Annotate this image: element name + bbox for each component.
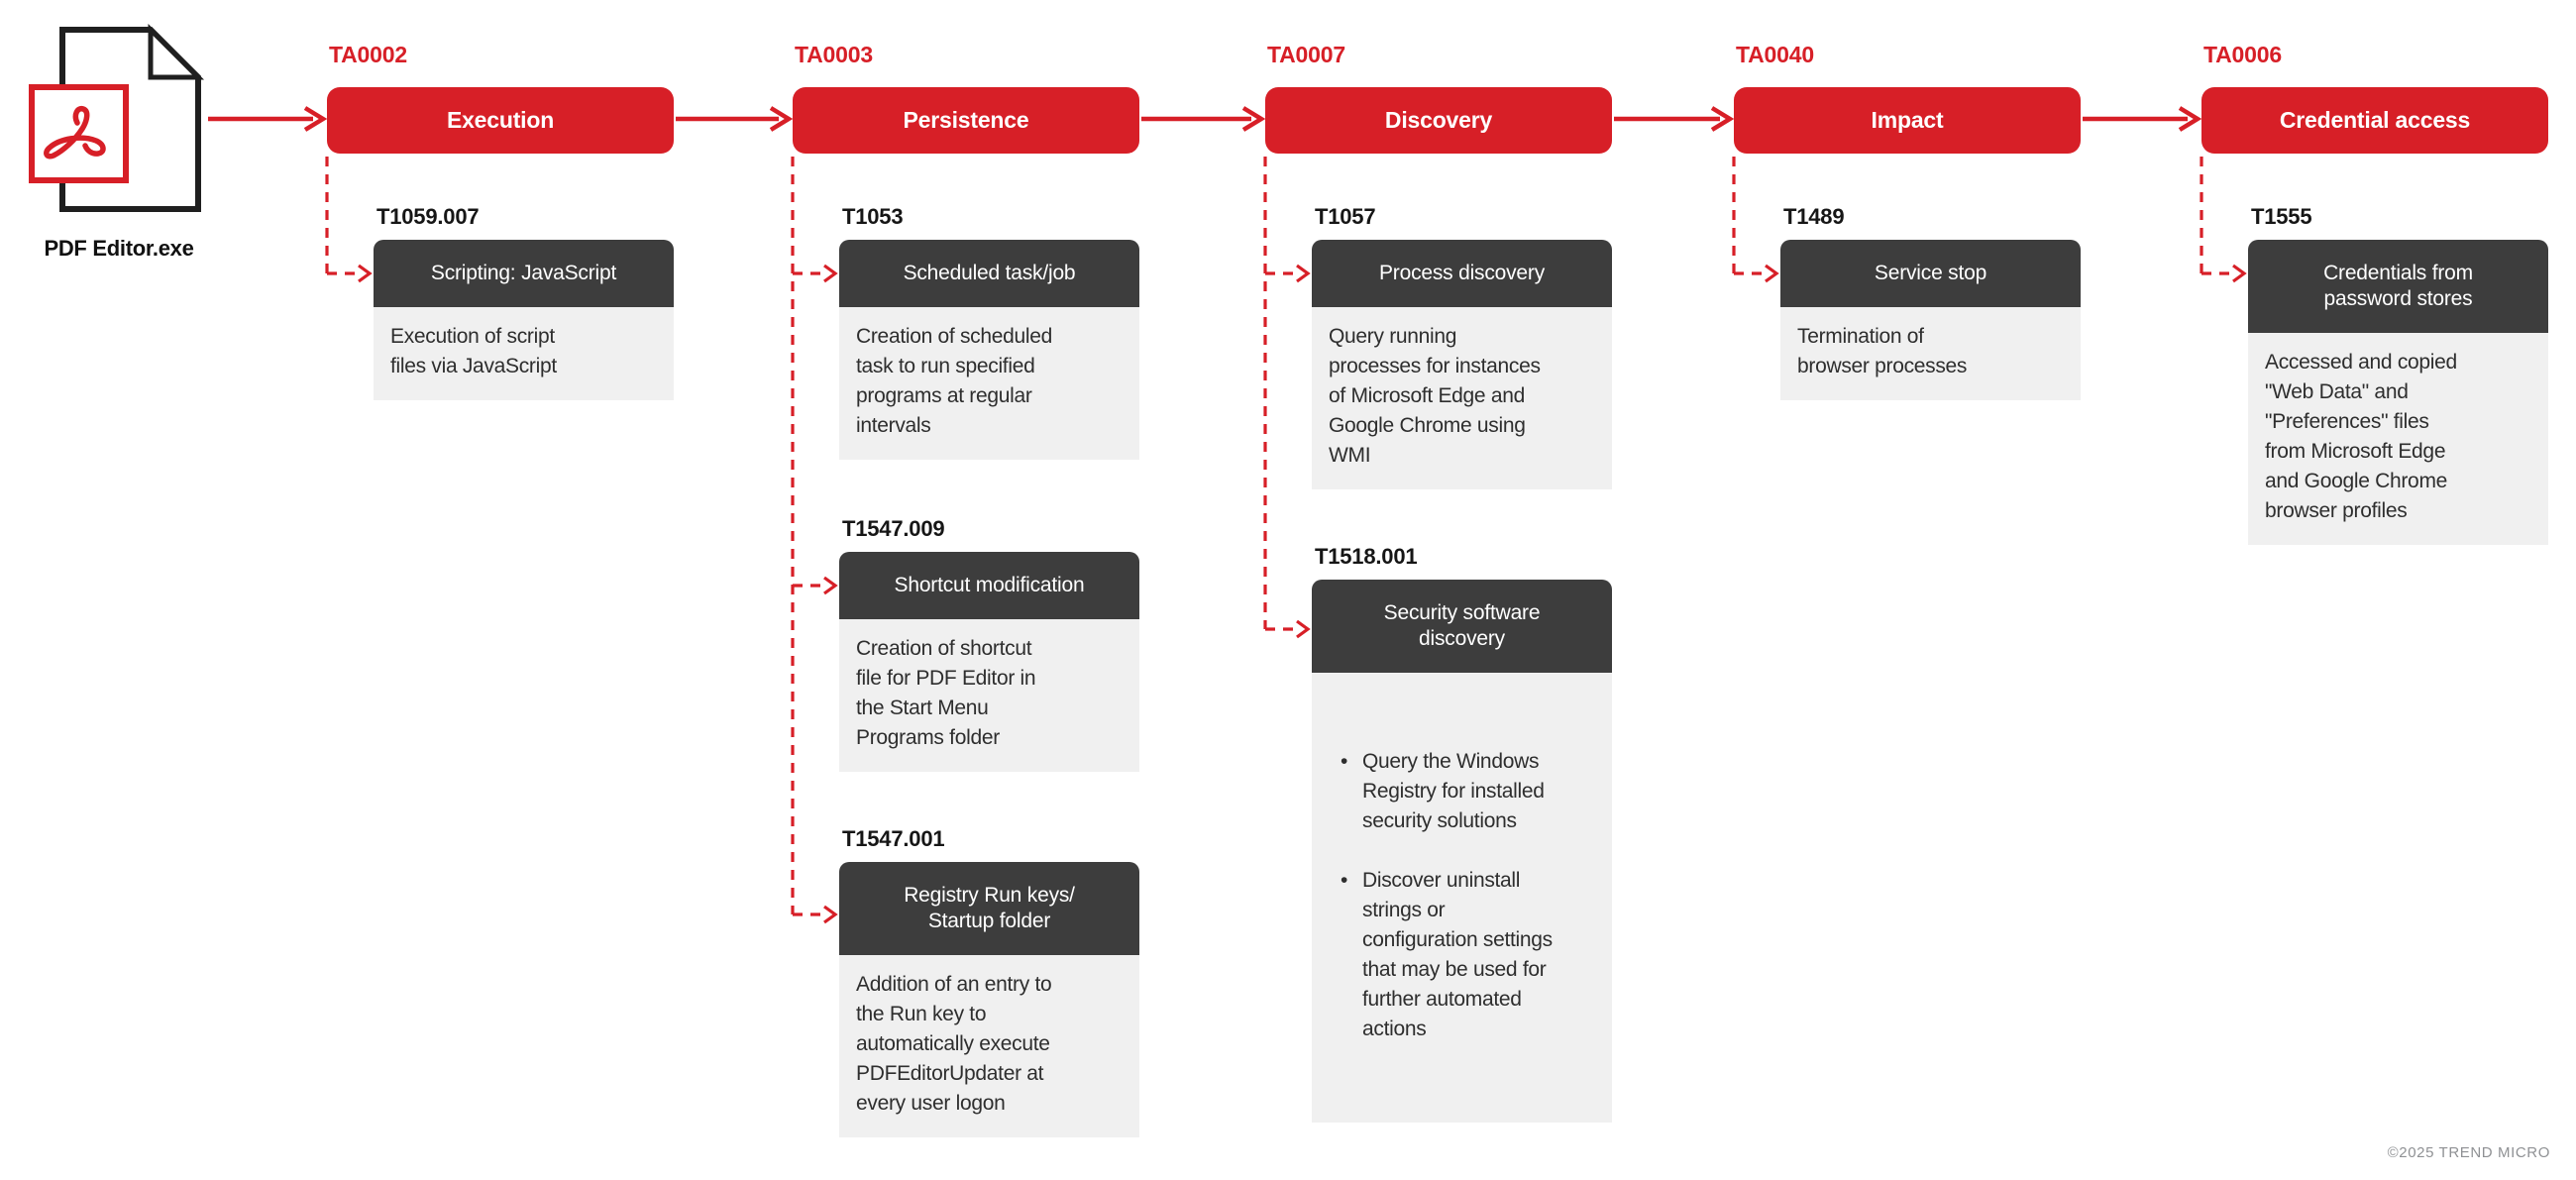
technique-id: T1057: [1315, 204, 1376, 229]
technique-connector: [325, 157, 373, 283]
technique-id: T1555: [2251, 204, 2312, 229]
technique-card: Security software discovery •Query the W…: [1312, 580, 1612, 1123]
tactic-id-ta0006: TA0006: [2203, 42, 2282, 67]
technique-title: Shortcut modification: [839, 552, 1139, 619]
technique-title: Scripting: JavaScript: [374, 240, 674, 307]
technique-card: Credentials from password stores Accesse…: [2248, 240, 2548, 545]
technique-title: Scheduled task/job: [839, 240, 1139, 307]
technique-id: T1059.007: [376, 204, 480, 229]
tactic-box-persistence: Persistence: [793, 87, 1139, 154]
flow-arrow: [208, 106, 328, 132]
bullet-item: •Discover uninstall strings or configura…: [1341, 866, 1598, 1044]
technique-connector: [1732, 157, 1779, 283]
flow-arrows: [208, 106, 2202, 132]
technique-description: Creation of shortcut file for PDF Editor…: [839, 619, 1139, 772]
technique-description: Accessed and copied "Web Data" and "Pref…: [2248, 333, 2548, 545]
technique-description: Addition of an entry to the Run key to a…: [839, 955, 1139, 1137]
technique-title: Process discovery: [1312, 240, 1612, 307]
tactic-box-execution: Execution: [327, 87, 674, 154]
technique-bullet-list: •Query the Windows Registry for installe…: [1329, 717, 1598, 1074]
tactic-id-ta0002: TA0002: [329, 42, 407, 67]
technique-description: •Query the Windows Registry for installe…: [1312, 673, 1612, 1123]
technique-id: T1053: [842, 204, 904, 229]
technique-title: Security software discovery: [1312, 580, 1612, 673]
technique-connector: [1263, 157, 1311, 639]
technique-id: T1518.001: [1315, 544, 1418, 569]
technique-connector: [791, 157, 838, 924]
tactic-box-discovery: Discovery: [1265, 87, 1612, 154]
flow-arrow: [1614, 106, 1735, 132]
technique-connectors: [325, 157, 2247, 924]
bullet-glyph: •: [1341, 869, 1348, 892]
flow-arrow: [676, 106, 794, 132]
source-file-label: PDF Editor.exe: [44, 236, 194, 261]
tactic-box-credential-access: Credential access: [2201, 87, 2548, 154]
technique-id: T1547.009: [842, 516, 945, 541]
technique-card: Service stop Termination of browser proc…: [1780, 240, 2081, 400]
flow-arrow: [1141, 106, 1266, 132]
bullet-glyph: •: [1341, 750, 1348, 773]
technique-description: Creation of scheduled task to run specif…: [839, 307, 1139, 460]
flow-arrow: [2083, 106, 2202, 132]
technique-card: Scheduled task/job Creation of scheduled…: [839, 240, 1139, 460]
technique-card: Registry Run keys/ Startup folder Additi…: [839, 862, 1139, 1137]
technique-description: Query running processes for instances of…: [1312, 307, 1612, 489]
tactic-id-ta0003: TA0003: [795, 42, 873, 67]
copyright-note: ©2025 TREND MICRO: [2387, 1144, 2550, 1161]
technique-id: T1547.001: [842, 826, 945, 851]
technique-title: Registry Run keys/ Startup folder: [839, 862, 1139, 955]
technique-card: Process discovery Query running processe…: [1312, 240, 1612, 489]
technique-card: Scripting: JavaScript Execution of scrip…: [374, 240, 674, 400]
acrobat-badge: [29, 84, 129, 183]
technique-title: Service stop: [1780, 240, 2081, 307]
technique-title: Credentials from password stores: [2248, 240, 2548, 333]
technique-description: Termination of browser processes: [1780, 307, 2081, 400]
technique-connector: [2200, 157, 2247, 283]
pdf-file-icon: [29, 23, 205, 212]
technique-card: Shortcut modification Creation of shortc…: [839, 552, 1139, 772]
acrobat-a-icon: [44, 105, 106, 160]
bullet-item: •Query the Windows Registry for installe…: [1341, 747, 1598, 836]
technique-description: Execution of script files via JavaScript: [374, 307, 674, 400]
tactic-id-ta0007: TA0007: [1267, 42, 1345, 67]
technique-id: T1489: [1783, 204, 1845, 229]
tactic-box-impact: Impact: [1734, 87, 2081, 154]
tactic-id-ta0040: TA0040: [1736, 42, 1814, 67]
